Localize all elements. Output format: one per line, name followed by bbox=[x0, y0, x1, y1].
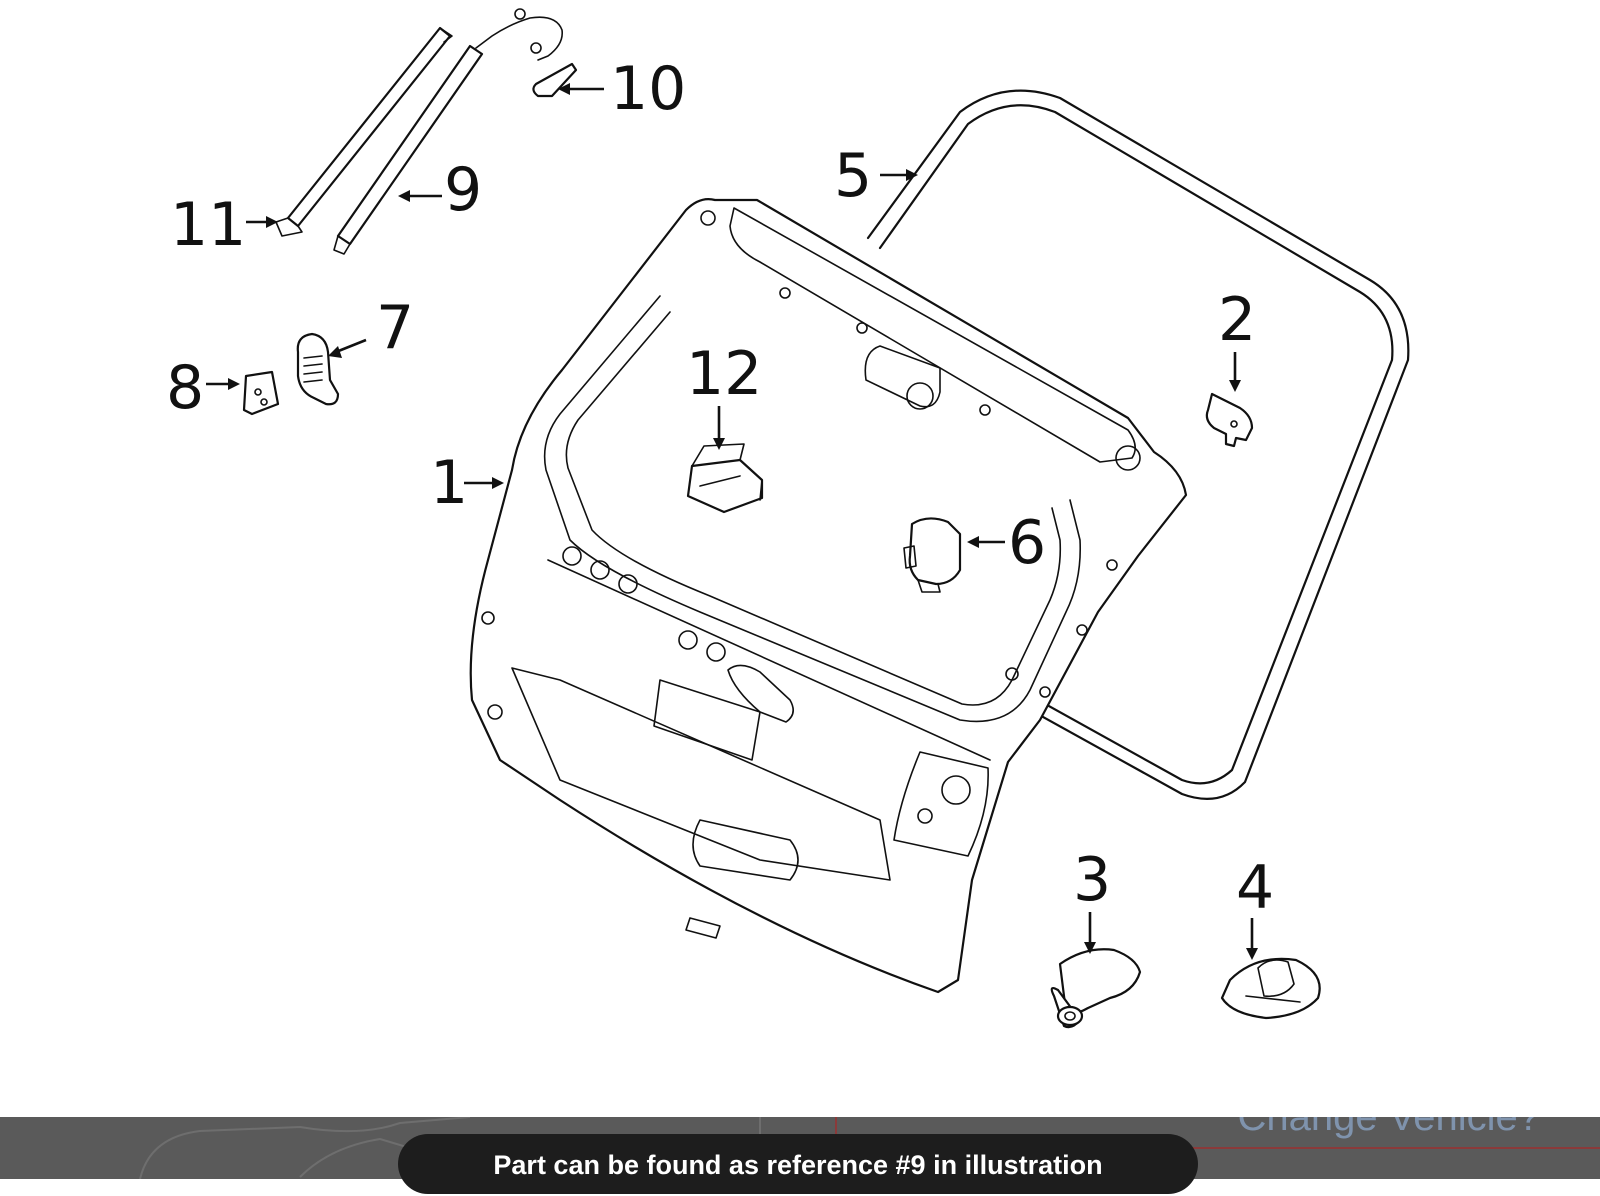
arrow-head-11 bbox=[266, 216, 278, 228]
reference-toast: Part can be found as reference #9 in ill… bbox=[398, 1134, 1198, 1194]
callout-3: 3 bbox=[1073, 845, 1111, 915]
callout-5: 5 bbox=[834, 141, 872, 211]
part-7-bracket bbox=[296, 332, 340, 406]
callout-9: 9 bbox=[444, 155, 482, 225]
arrow-head-12 bbox=[713, 438, 725, 450]
arrow-head-9 bbox=[398, 190, 410, 202]
arrow-head-2 bbox=[1229, 380, 1241, 392]
callout-7: 7 bbox=[376, 293, 414, 363]
change-vehicle-link[interactable]: Change Vehicle? bbox=[1237, 1117, 1540, 1139]
part-9-lift-support bbox=[333, 8, 564, 255]
part-2-bracket bbox=[1205, 392, 1254, 448]
part-3-bumper-stop bbox=[1050, 948, 1142, 1029]
callout-12: 12 bbox=[686, 339, 762, 409]
arrow-head-4 bbox=[1246, 948, 1258, 960]
part-10-clip bbox=[532, 62, 578, 98]
leader-arrows bbox=[206, 83, 1258, 960]
part-12-motor bbox=[686, 443, 764, 514]
part-8-clip bbox=[242, 370, 280, 416]
part-4-grommet bbox=[1220, 957, 1321, 1020]
callout-2: 2 bbox=[1218, 285, 1256, 355]
arrow-head-8 bbox=[228, 378, 240, 390]
callout-10: 10 bbox=[610, 54, 686, 124]
arrow-head-5 bbox=[906, 169, 918, 181]
arrow-head-10 bbox=[558, 83, 570, 95]
part-1-liftgate bbox=[469, 198, 1188, 994]
callout-11: 11 bbox=[170, 190, 246, 260]
part-11-cable bbox=[275, 26, 453, 237]
part-6-switch bbox=[903, 517, 962, 593]
arrow-head-7 bbox=[328, 346, 342, 358]
parts-diagram: 1 2 3 4 5 6 7 8 9 10 11 12 bbox=[166, 8, 1410, 1029]
callout-6: 6 bbox=[1008, 508, 1046, 578]
callout-4: 4 bbox=[1236, 853, 1274, 923]
callout-8: 8 bbox=[166, 353, 204, 423]
callout-1: 1 bbox=[430, 448, 468, 518]
arrow-head-1 bbox=[492, 477, 504, 489]
arrow-head-3 bbox=[1084, 942, 1096, 954]
arrow-head-6 bbox=[967, 536, 979, 548]
